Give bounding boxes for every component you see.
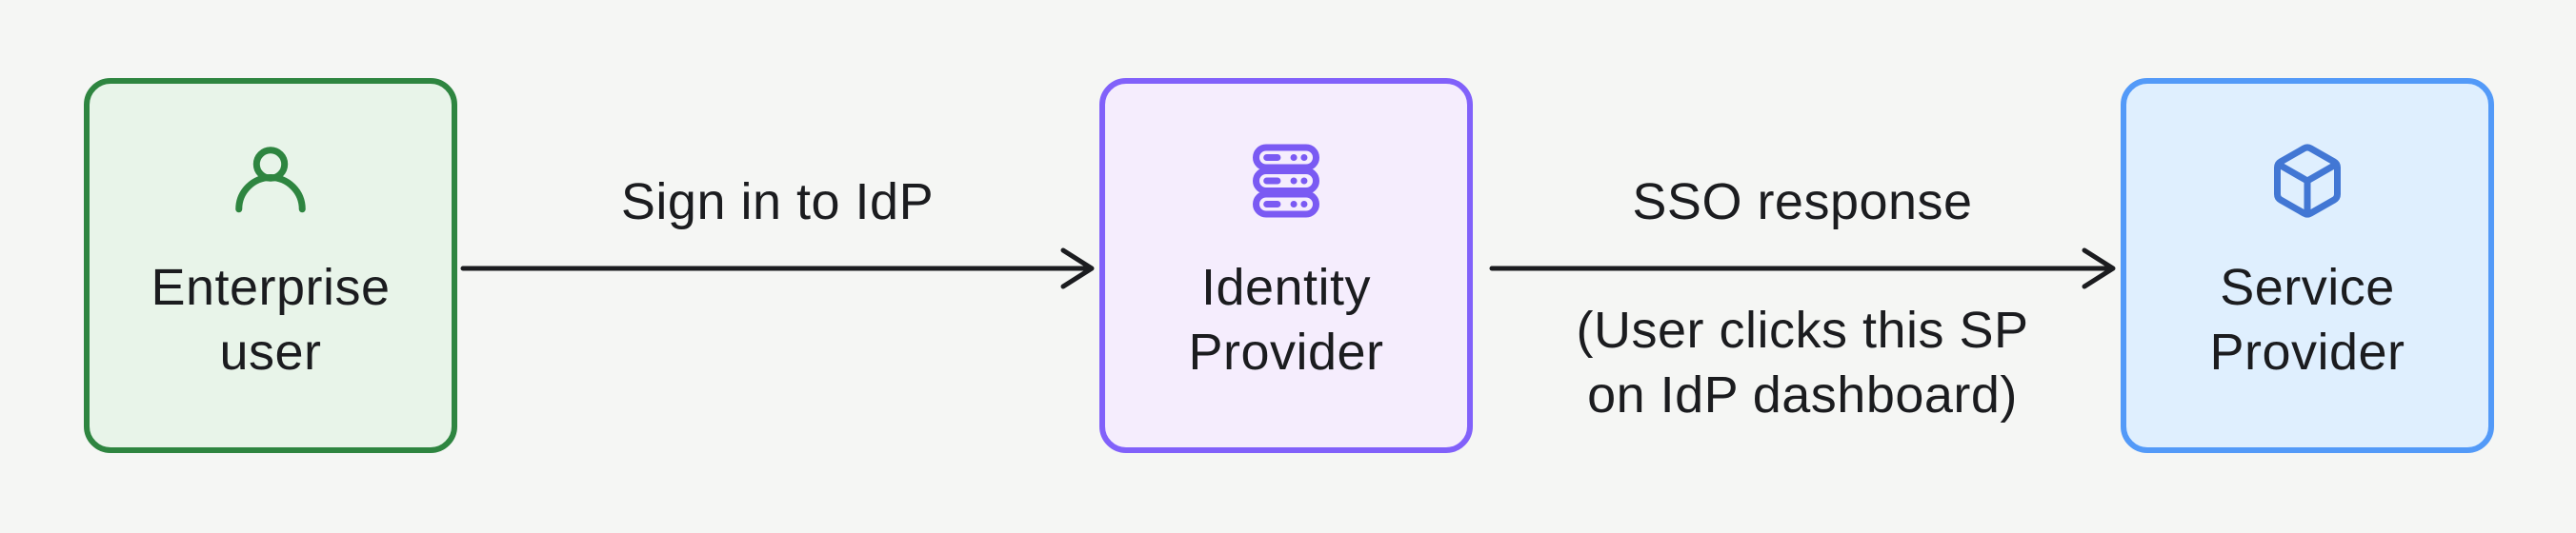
node-label-line: Provider	[2209, 324, 2405, 381]
node-label: Service Provider	[2209, 255, 2405, 385]
cube-icon	[2267, 141, 2347, 221]
node-label-line: Service	[2220, 259, 2395, 316]
arrow-user-to-idp	[460, 247, 1095, 289]
edge-label-sso-response: SSO response	[1632, 173, 1973, 230]
node-label: Identity Provider	[1188, 255, 1383, 385]
edge-label-sign-in-to-idp: Sign in to IdP	[620, 173, 935, 230]
node-enterprise-user: Enterprise user	[84, 78, 457, 453]
edge-sublabel-line: on IdP dashboard)	[1587, 366, 2018, 424]
user-icon	[231, 141, 311, 221]
node-label-line: Provider	[1188, 324, 1384, 381]
node-label-line: user	[219, 324, 322, 381]
edge-sublabel-line: (User clicks this SP	[1576, 302, 2029, 359]
node-identity-provider: Identity Provider	[1099, 78, 1473, 453]
node-service-provider: Service Provider	[2121, 78, 2494, 453]
node-label-line: Identity	[1200, 259, 1372, 316]
edge-sublabel-user-clicks-sp: (User clicks this SP on IdP dashboard)	[1576, 298, 2028, 427]
node-label: Enterprise user	[151, 255, 390, 385]
server-icon	[1246, 141, 1326, 221]
node-label-line: Enterprise	[151, 259, 391, 316]
arrow-idp-to-sp	[1489, 247, 2116, 289]
